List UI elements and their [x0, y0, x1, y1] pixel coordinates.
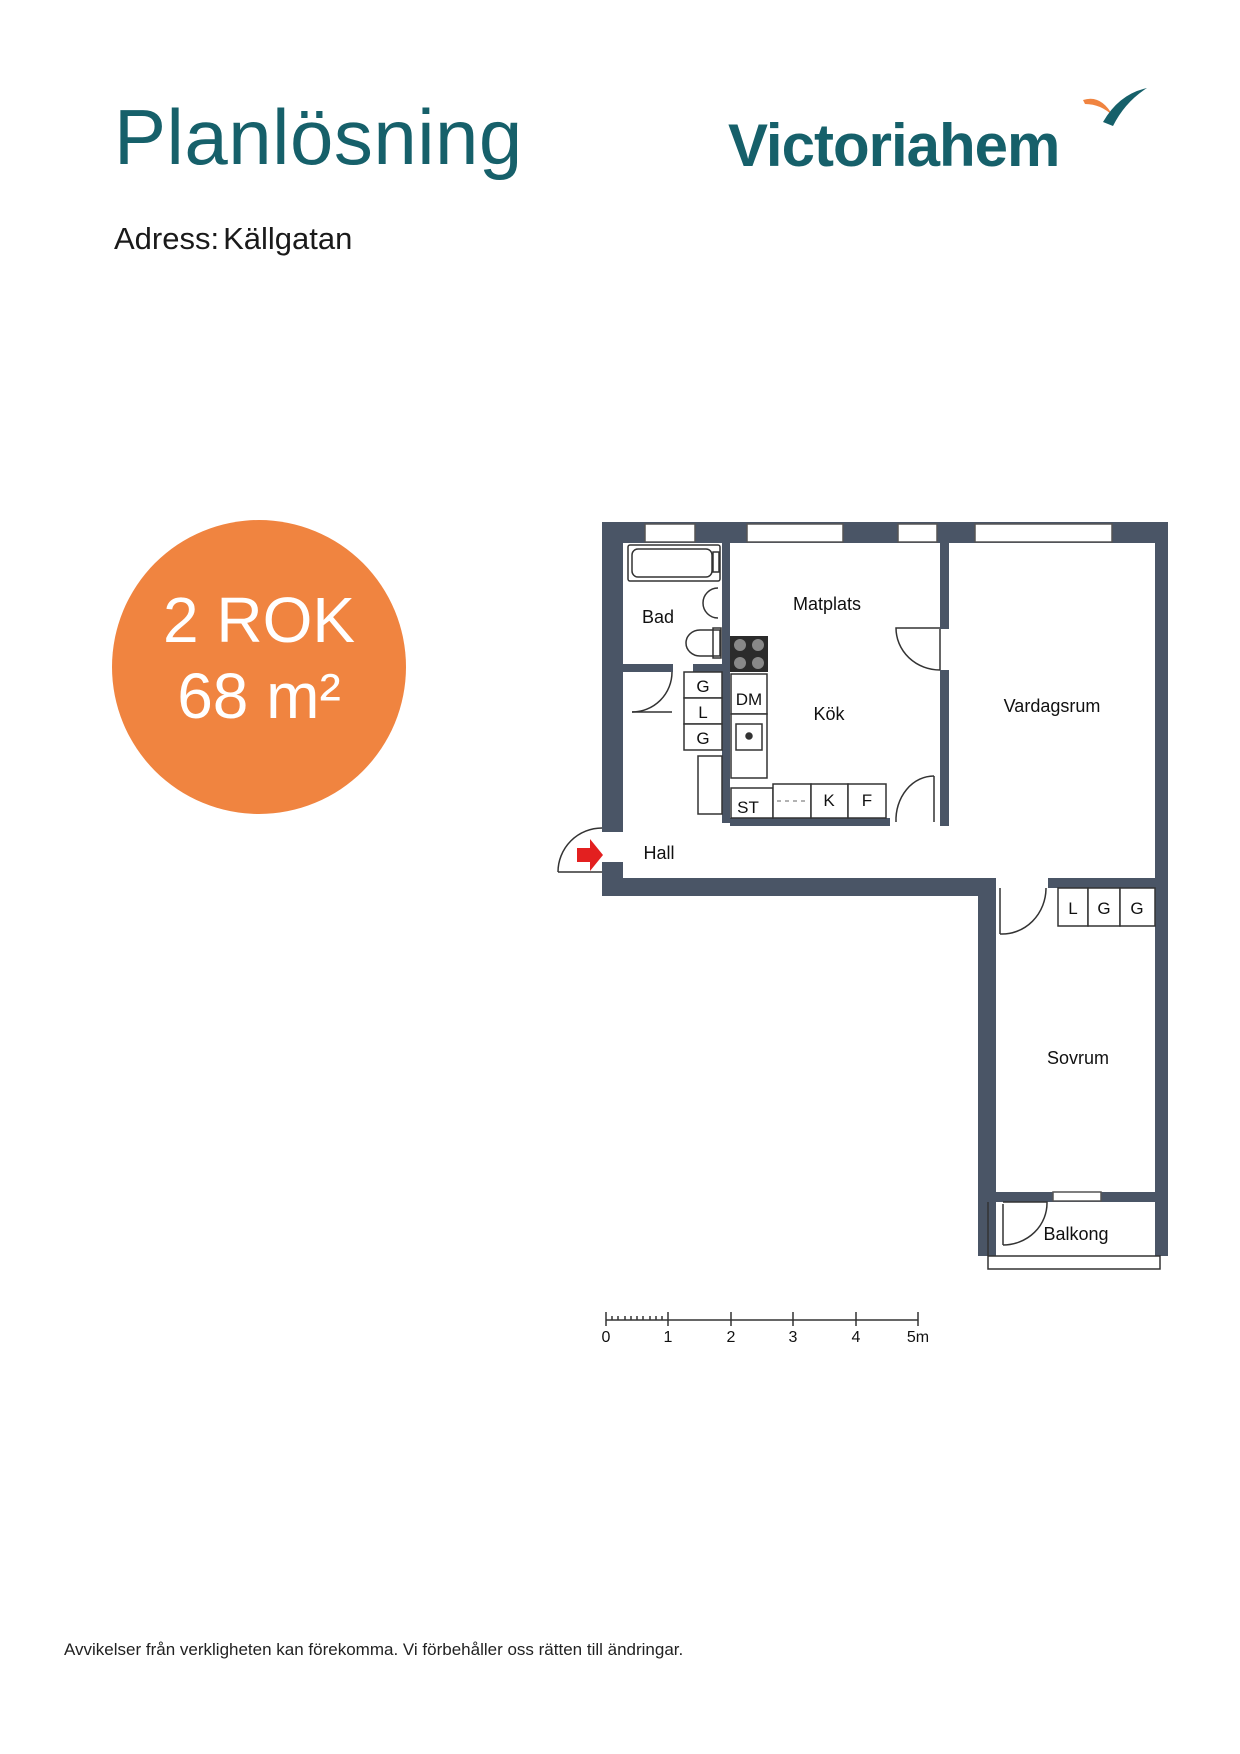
- page-title: Planlösning: [114, 93, 523, 181]
- room-label-bad: Bad: [642, 607, 674, 627]
- apartment-badge: 2 ROK 68 m²: [112, 520, 406, 814]
- kitchen-door: [895, 775, 935, 823]
- kitchen-counter: [730, 673, 887, 819]
- apartment-area: 68 m²: [177, 660, 341, 732]
- address-value: Källgatan: [223, 221, 353, 256]
- bedroom-closet-label-3: G: [1130, 899, 1143, 918]
- scale-label-4: 4: [852, 1329, 861, 1346]
- washbasin: [702, 587, 719, 619]
- dishwasher-label: DM: [736, 690, 762, 709]
- bathroom-door: [631, 671, 673, 713]
- victoriahem-logo: Victoriahem: [728, 80, 1148, 190]
- windows: [644, 523, 1113, 1202]
- room-label-matplats: Matplats: [793, 594, 861, 614]
- entrance-door: [557, 827, 603, 873]
- scale-label-3: 3: [789, 1329, 798, 1346]
- hall-closet-label-1: G: [696, 677, 709, 696]
- scale-bar: [605, 1312, 919, 1326]
- logo-wordmark: Victoriahem: [728, 112, 1060, 179]
- balcony: [987, 1201, 1161, 1270]
- bedroom-door: [999, 887, 1047, 935]
- scale-label-0: 0: [602, 1329, 611, 1346]
- storage-label: ST: [737, 798, 759, 817]
- scale-label-2: 2: [727, 1329, 736, 1346]
- address-label: Adress:: [114, 221, 220, 256]
- room-label-hall: Hall: [643, 843, 674, 863]
- sink: [735, 723, 763, 751]
- living-room-door: [895, 627, 941, 671]
- address: Adress:Källgatan: [114, 223, 352, 254]
- floor-plan: G L G DM ST K F: [557, 522, 1168, 1346]
- hall-closet: [683, 671, 723, 815]
- room-label-vardagsrum: Vardagsrum: [1004, 696, 1101, 716]
- room-label-kok: Kök: [813, 704, 845, 724]
- freezer-label: K: [823, 791, 835, 810]
- hall-closet-label-3: G: [696, 729, 709, 748]
- toilet: [685, 629, 721, 657]
- bathroom-fixtures: [627, 544, 722, 659]
- bedroom-closet-label-1: L: [1068, 899, 1077, 918]
- scale-label-1: 1: [664, 1329, 673, 1346]
- bedroom-closet-label-2: G: [1097, 899, 1110, 918]
- disclaimer: Avvikelser från verkligheten kan förekom…: [64, 1640, 684, 1659]
- room-label-sovrum: Sovrum: [1047, 1048, 1109, 1068]
- bedroom-closet: [1057, 887, 1156, 927]
- entrance-arrow-icon: [577, 839, 603, 871]
- bathtub: [627, 544, 721, 582]
- room-label-balkong: Balkong: [1043, 1224, 1108, 1244]
- scale-label-5: 5m: [907, 1329, 929, 1346]
- fridge-label: F: [862, 791, 872, 810]
- hall-closet-label-2: L: [698, 703, 707, 722]
- room-count: 2 ROK: [162, 584, 356, 656]
- logo-bird-icon: [1083, 88, 1147, 126]
- stove: [730, 636, 768, 672]
